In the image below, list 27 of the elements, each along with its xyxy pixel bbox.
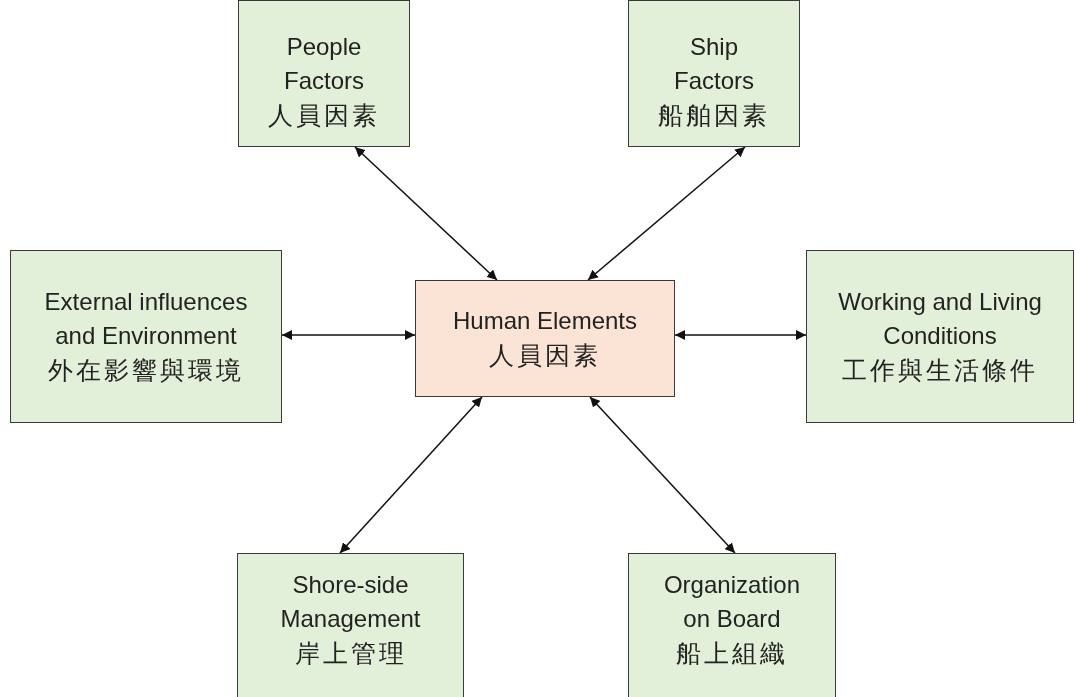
arrow	[339, 396, 483, 554]
box-subtitle: 岸上管理	[294, 638, 407, 670]
factor-box	[806, 250, 1074, 423]
box-subtitle: 外在影響與環境	[48, 354, 244, 387]
box-title: External influences and Environment	[43, 286, 249, 351]
box-title: Ship Factors	[673, 31, 755, 96]
factor-box	[237, 553, 464, 697]
factor-box	[10, 250, 282, 423]
factor-box	[238, 0, 410, 147]
box-subtitle: 人員因素	[489, 339, 601, 372]
box-title: Human Elements	[451, 305, 639, 336]
arrow	[587, 146, 746, 281]
box-subtitle: 船舶因素	[658, 99, 770, 132]
box-title: Working and Living Conditions	[837, 286, 1043, 351]
factor-box	[628, 0, 800, 147]
box-title: People Factors	[283, 31, 365, 96]
arrow	[281, 330, 416, 340]
box-subtitle: 人員因素	[268, 99, 380, 132]
arrow	[589, 396, 736, 554]
center-box	[415, 280, 675, 397]
factor-box	[628, 553, 836, 697]
box-title: Organization on Board	[662, 570, 802, 634]
box-title: Shore-side Management	[279, 570, 422, 634]
arrow	[674, 330, 807, 340]
box-subtitle: 船上組織	[676, 638, 788, 670]
box-subtitle: 工作與生活條件	[842, 354, 1038, 387]
arrow	[354, 146, 498, 281]
